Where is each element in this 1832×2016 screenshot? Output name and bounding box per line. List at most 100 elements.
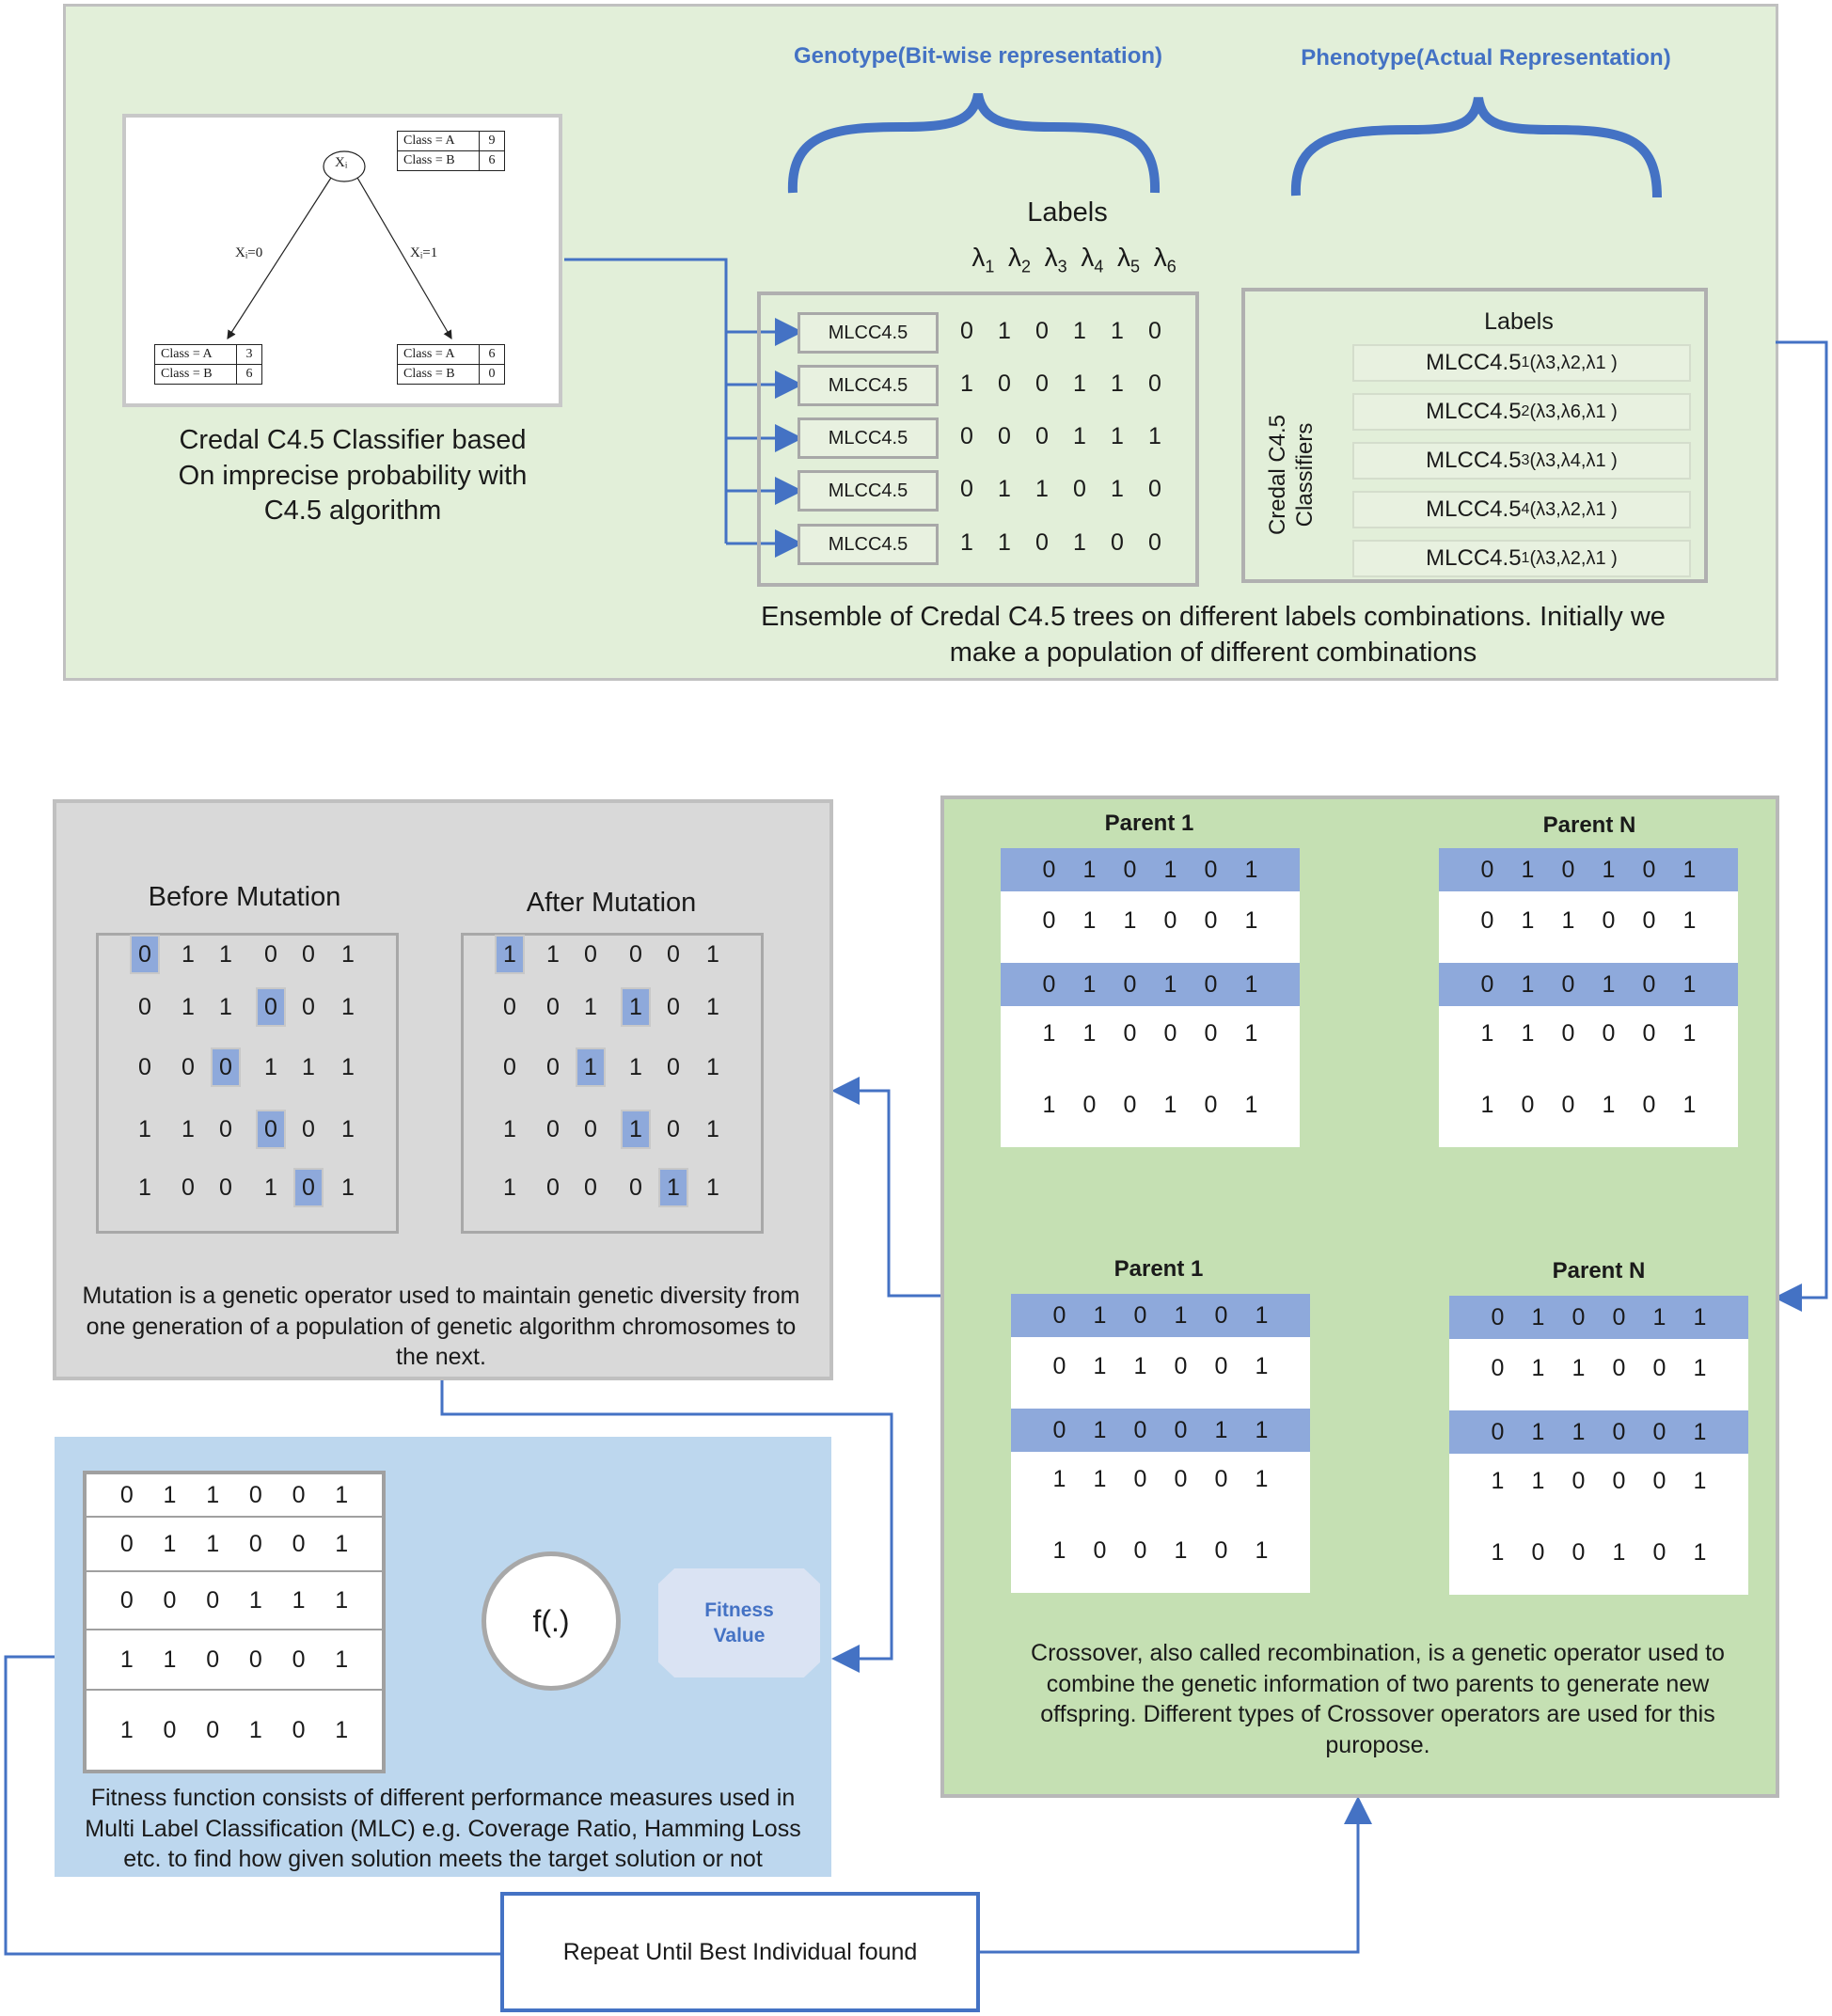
bit: 0 bbox=[1174, 1352, 1188, 1379]
bit: 0 bbox=[1073, 476, 1086, 502]
bit: 1 bbox=[1163, 970, 1177, 998]
fitness-caption: Fitness function consists of different p… bbox=[85, 1785, 801, 1872]
bit: 1 bbox=[1561, 906, 1575, 934]
bit: 0 bbox=[1035, 423, 1049, 449]
bit: 0 bbox=[584, 1174, 597, 1201]
bit: 0 bbox=[1042, 856, 1056, 883]
bit: 0 bbox=[546, 994, 560, 1020]
bit: 1 bbox=[706, 1054, 719, 1080]
bit: 1 bbox=[335, 1481, 349, 1508]
bit: 1 bbox=[1123, 906, 1137, 934]
bit: 1 bbox=[503, 1116, 516, 1142]
bit: 1 bbox=[960, 370, 973, 397]
bit: 0 bbox=[667, 941, 680, 968]
before-mutation-title: Before Mutation bbox=[148, 882, 341, 912]
mutated-bit: 0 bbox=[256, 1110, 286, 1149]
bit: 0 bbox=[1652, 1418, 1666, 1445]
bit: 1 bbox=[1531, 1418, 1545, 1445]
bit: 1 bbox=[960, 529, 973, 556]
bit: 0 bbox=[1561, 970, 1575, 998]
bit: 1 bbox=[1244, 970, 1258, 998]
phenotype-index: 4 bbox=[1521, 501, 1530, 517]
bit: 0 bbox=[1133, 1301, 1147, 1329]
class-label-cell: Class = B bbox=[397, 150, 480, 171]
bit: 0 bbox=[546, 1116, 560, 1142]
phenotype-labels: (λ3,λ2,λ1 ) bbox=[1529, 547, 1618, 569]
bit: 0 bbox=[1214, 1301, 1228, 1329]
bit: 1 bbox=[119, 1646, 134, 1673]
bit: 0 bbox=[119, 1481, 134, 1508]
bit: 1 bbox=[219, 994, 232, 1020]
bit: 1 bbox=[1214, 1416, 1228, 1443]
bit: 1 bbox=[1093, 1301, 1107, 1329]
classifier-label-box: MLCC4.5 bbox=[798, 470, 939, 512]
bit: 1 bbox=[1682, 1091, 1697, 1118]
mutated-bit: 0 bbox=[211, 1047, 241, 1087]
bit: 1 bbox=[1082, 1019, 1097, 1047]
crossover-to-mutation-arrow bbox=[831, 1077, 940, 1298]
bit: 1 bbox=[1480, 1019, 1494, 1047]
bit: 1 bbox=[138, 1174, 151, 1201]
bit: 0 bbox=[138, 994, 151, 1020]
bit: 0 bbox=[1612, 1418, 1626, 1445]
bit: 1 bbox=[1073, 370, 1086, 397]
bit: 1 bbox=[292, 1586, 306, 1614]
phenotype-side-label: Credal C4.5 Classifiers bbox=[1265, 390, 1331, 559]
mutation-panel bbox=[53, 799, 833, 1380]
bit: 1 bbox=[1521, 856, 1535, 883]
after-mutation-grid bbox=[461, 933, 764, 1234]
bit: 1 bbox=[1480, 1091, 1494, 1118]
bit: 1 bbox=[1148, 423, 1161, 449]
bit: 0 bbox=[264, 941, 277, 968]
bit: 0 bbox=[292, 1530, 306, 1557]
bit: 1 bbox=[182, 994, 195, 1020]
phenotype-index: 2 bbox=[1521, 403, 1530, 419]
genotype-labels-title: Labels bbox=[1027, 197, 1108, 228]
bit: 1 bbox=[1571, 1418, 1586, 1445]
bit: 0 bbox=[1491, 1418, 1505, 1445]
bit: 0 bbox=[1123, 856, 1137, 883]
bit: 0 bbox=[1480, 856, 1494, 883]
lambda-index: 5 bbox=[1130, 257, 1141, 276]
bit: 1 bbox=[1111, 476, 1124, 502]
bit: 1 bbox=[1612, 1538, 1626, 1566]
mutated-bit: 1 bbox=[658, 1168, 688, 1207]
bit: 1 bbox=[1052, 1465, 1066, 1492]
bit: 1 bbox=[1521, 970, 1535, 998]
bit: 1 bbox=[1052, 1536, 1066, 1564]
bit: 1 bbox=[341, 941, 355, 968]
bit: 0 bbox=[1111, 529, 1124, 556]
bit: 0 bbox=[219, 1116, 232, 1142]
bit: 0 bbox=[248, 1481, 262, 1508]
lambda-index: 3 bbox=[1057, 257, 1067, 276]
bit: 0 bbox=[1052, 1301, 1066, 1329]
bit: 1 bbox=[1693, 1303, 1707, 1331]
bit: 1 bbox=[163, 1530, 177, 1557]
classifier-label-box: MLCC4.5 bbox=[798, 417, 939, 459]
bit: 0 bbox=[1133, 1536, 1147, 1564]
bit: 1 bbox=[335, 1646, 349, 1673]
bit: 1 bbox=[998, 318, 1011, 344]
bit: 0 bbox=[1602, 906, 1616, 934]
bit: 1 bbox=[248, 1716, 262, 1743]
bit: 0 bbox=[1561, 856, 1575, 883]
crossover-parent1-before-title: Parent 1 bbox=[1104, 811, 1194, 836]
bit: 0 bbox=[960, 476, 973, 502]
